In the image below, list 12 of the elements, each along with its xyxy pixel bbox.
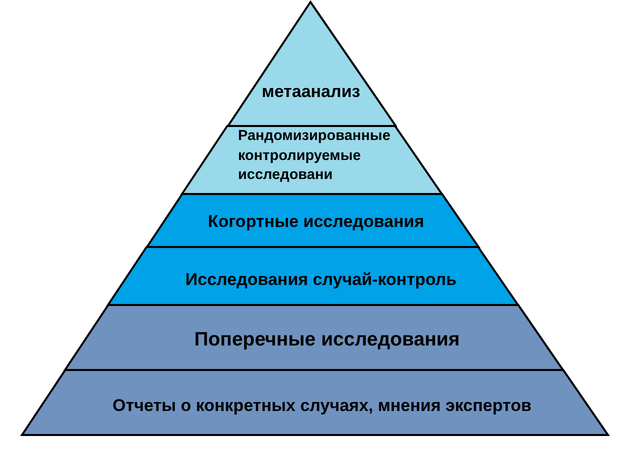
tier-label: Отчеты о конкретных случаях, мнения экспертов xyxy=(112,394,532,417)
pyramid-tier xyxy=(63,303,566,372)
pyramid-tier xyxy=(226,0,398,128)
tier-label: Поперечные исследования xyxy=(194,327,460,352)
tier-label: Исследования случай-контроль xyxy=(185,268,457,291)
pyramid-tier xyxy=(106,245,521,307)
tier-label: метаанализ xyxy=(262,80,360,103)
pyramid-tier xyxy=(180,124,444,196)
pyramid-tier xyxy=(20,368,610,437)
tier-label: Рандомизированные контролируемые исследовани xyxy=(238,127,392,185)
pyramid-tier xyxy=(145,192,481,249)
tier-label: Когортные исследования xyxy=(208,210,424,233)
